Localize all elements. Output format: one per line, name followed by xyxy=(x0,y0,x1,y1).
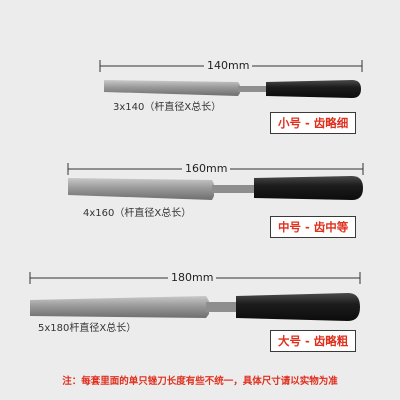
file-medium xyxy=(68,176,363,200)
length-label-small: 140mm xyxy=(204,59,253,73)
length-label-medium: 160mm xyxy=(182,162,231,176)
size-badge-large: 大号 - 齿略粗 xyxy=(270,330,357,352)
size-badge-medium: 中号 - 齿中等 xyxy=(270,216,357,238)
spec-label-large: 5x180杆直径X总长） xyxy=(38,323,137,334)
spec-label-small: 3x140（杆直径X总长） xyxy=(113,102,222,113)
spec-label-medium: 4x160（杆直径X总长） xyxy=(83,208,192,219)
length-label-large: 180mm xyxy=(168,271,217,285)
file-large xyxy=(30,293,360,321)
file-small xyxy=(104,80,361,98)
size-badge-small: 小号 - 齿略细 xyxy=(270,112,357,134)
footnote: 注：每套里面的单只锉刀长度有些不统一，具体尺寸请以实物为准 xyxy=(62,376,338,387)
